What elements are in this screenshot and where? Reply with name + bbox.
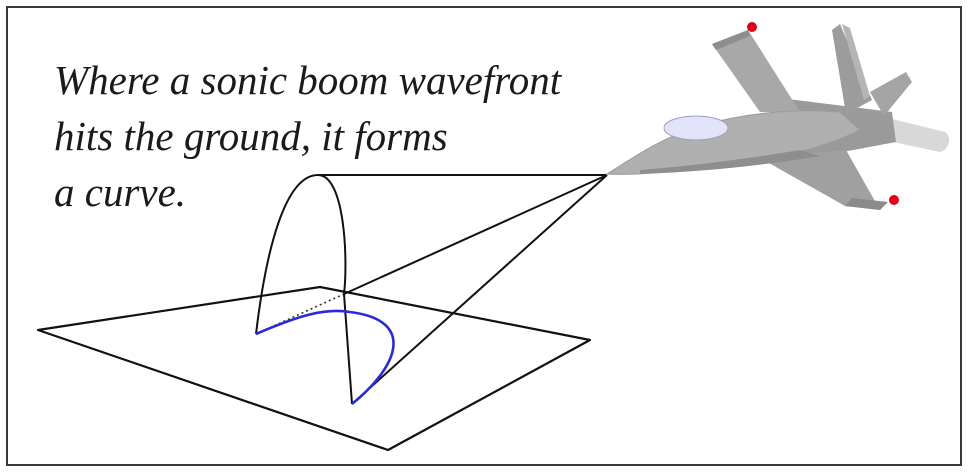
caption-line-1: Where a sonic boom wavefront: [54, 57, 562, 103]
fighter-jet-icon: [605, 22, 950, 210]
figure-frame: [6, 6, 962, 466]
cone-line-middle: [343, 174, 608, 295]
ground-intersection-curve: [255, 309, 395, 406]
caption-line-2: hits the ground, it forms: [54, 113, 448, 159]
cone-line-bottom: [351, 174, 608, 405]
figure-caption: Where a sonic boom wavefront hits the gr…: [54, 52, 561, 220]
wavefront-arch: [255, 173, 347, 335]
ground-plane: [36, 285, 592, 452]
caption-line-3: a curve.: [54, 169, 187, 215]
